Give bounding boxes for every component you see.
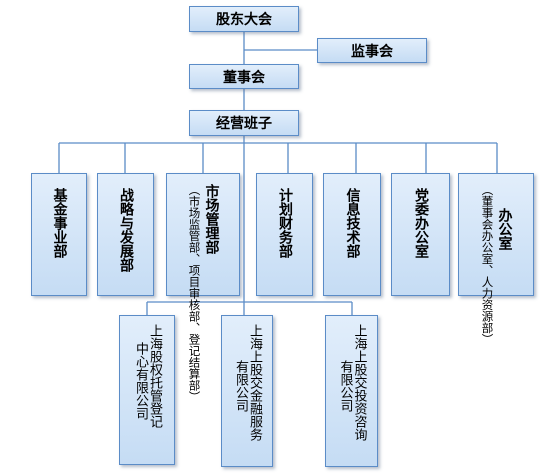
subsidiary-equity-custody-line1: 上海股权托管登记	[147, 324, 162, 428]
subsidiary-equity-custody: 上海股权托管登记 中心有限公司	[119, 315, 175, 465]
dept-general-office-note: （董事会办公室、人力资源部）	[480, 184, 495, 345]
supervisory-board-box: 监事会	[317, 38, 427, 63]
dept-market-management-label: 市场管理部	[203, 184, 220, 254]
management-team-label: 经营班子	[216, 116, 272, 132]
dept-strategy-development: 战略与发展部	[97, 173, 154, 296]
dept-fund-business: 基金事业部	[31, 173, 87, 296]
board-of-directors-box: 董事会	[189, 64, 299, 89]
dept-party-committee-office-label: 党委办公室	[413, 188, 429, 258]
shareholders-meeting-label: 股东大会	[216, 12, 272, 28]
subsidiary-financial-services-line2: 有限公司	[233, 360, 248, 412]
subsidiary-financial-services-line1: 上海上股交金融服务	[247, 324, 262, 441]
dept-strategy-development-label: 战略与发展部	[118, 188, 134, 272]
supervisory-board-label: 监事会	[351, 43, 393, 60]
subsidiary-investment-consulting: 上海上股交投资咨询 有限公司	[325, 315, 378, 467]
subsidiary-investment-consulting-line2: 有限公司	[337, 360, 353, 412]
board-of-directors-label: 董事会	[223, 69, 265, 86]
shareholders-meeting-box: 股东大会	[189, 6, 299, 32]
subsidiary-investment-consulting-line1: 上海上股交投资咨询	[351, 324, 367, 441]
dept-market-management-note: （市场监管部、项目审核部、登记结算部）	[187, 184, 202, 403]
dept-information-technology-label: 信息技术部	[344, 188, 361, 258]
management-team-box: 经营班子	[189, 110, 299, 136]
dept-fund-business-label: 基金事业部	[51, 188, 68, 258]
dept-planning-finance: 计划财务部	[256, 173, 313, 296]
dept-planning-finance-label: 计划财务部	[277, 188, 293, 258]
dept-party-committee-office: 党委办公室	[391, 173, 450, 296]
dept-general-office: 办公室 （董事会办公室、人力资源部）	[458, 173, 534, 345]
subsidiary-equity-custody-line2: 中心有限公司	[133, 342, 148, 420]
dept-general-office-label: 办公室	[496, 208, 513, 250]
subsidiary-financial-services: 上海上股交金融服务 有限公司	[221, 315, 273, 467]
dept-market-management: 市场管理部 （市场监管部、项目审核部、登记结算部）	[166, 173, 240, 403]
dept-information-technology: 信息技术部	[323, 173, 381, 296]
